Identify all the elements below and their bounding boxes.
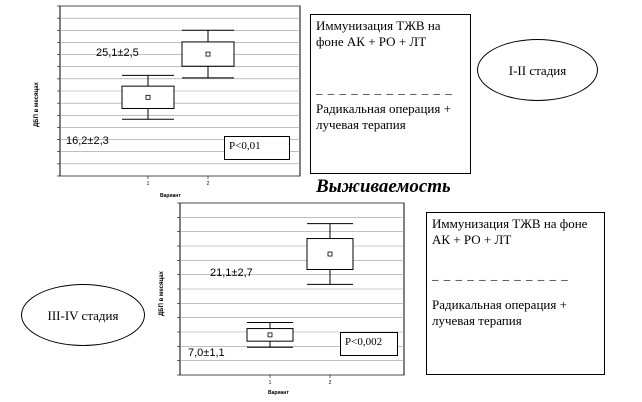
chart2-stat-label-2: 21,1±2,7 [210, 267, 253, 279]
chart2-xlabel: Вариант [268, 390, 289, 396]
chart1-p-value: P<0,01 [224, 136, 290, 160]
chart2-stage-label: III-IV стадия [47, 307, 119, 323]
chart2-stat-label-1: 7,0±1,1 [188, 347, 225, 359]
chart1-legend-line2: Радикальная операция + лучевая терапия [316, 101, 451, 132]
chart1-x-tick-label: 2 [207, 181, 210, 187]
chart2-p-value: P<0,002 [340, 332, 398, 356]
chart1-legend-line1: Иммунизация ТЖВ на фоне АК + РО + ЛТ [316, 18, 441, 49]
chart2-legend-separator: _ _ _ _ _ _ _ _ _ _ _ _ [432, 267, 569, 282]
chart2-legend-panel: Иммунизация ТЖВ на фоне АК + РО + ЛТ _ _… [426, 212, 605, 375]
chart1-legend-panel: Иммунизация ТЖВ на фоне АК + РО + ЛТ _ _… [310, 14, 471, 174]
chart2-mean-marker [327, 251, 333, 257]
chart1-mean-marker [205, 51, 211, 57]
chart2-mean-marker [267, 332, 273, 338]
chart1-mean-marker [145, 94, 151, 100]
chart1-xlabel: Вариант [160, 193, 181, 199]
chart1-ylabel: ДБП в месяцах [34, 82, 40, 127]
chart2-ylabel: ДБП в месяцах [159, 271, 165, 316]
chart1-stage-ellipse: I-II стадия [477, 39, 598, 101]
chart2-legend-line1: Иммунизация ТЖВ на фоне АК + РО + ЛТ [432, 216, 588, 247]
chart1-legend-separator: _ _ _ _ _ _ _ _ _ _ _ _ [316, 81, 453, 96]
page-heading: Выживаемость [316, 176, 451, 197]
chart1-stat-label-2: 25,1±2,5 [96, 47, 139, 59]
chart2-legend-line2: Радикальная операция + лучевая терапия [432, 297, 567, 328]
chart2-x-tick-label: 2 [329, 380, 332, 386]
chart1-stage-label: I-II стадия [508, 62, 567, 78]
chart1-x-tick-label: 1 [147, 181, 150, 187]
chart2-x-tick-label: 1 [269, 380, 272, 386]
chart2-stage-ellipse: III-IV стадия [21, 284, 145, 346]
chart1-stat-label-1: 16,2±2,3 [66, 135, 109, 147]
